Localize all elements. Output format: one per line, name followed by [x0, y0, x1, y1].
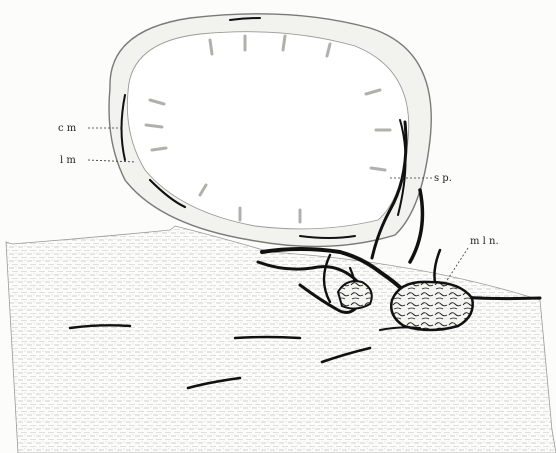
mesenteric-lymph-node: [391, 282, 473, 330]
label-cm: c m: [58, 123, 77, 134]
mesentery-sheet: [6, 226, 556, 453]
label-mln: m l n.: [470, 236, 499, 247]
label-sp: s p.: [434, 173, 452, 184]
label-lm: l m: [60, 155, 76, 166]
node-small: [338, 281, 372, 308]
